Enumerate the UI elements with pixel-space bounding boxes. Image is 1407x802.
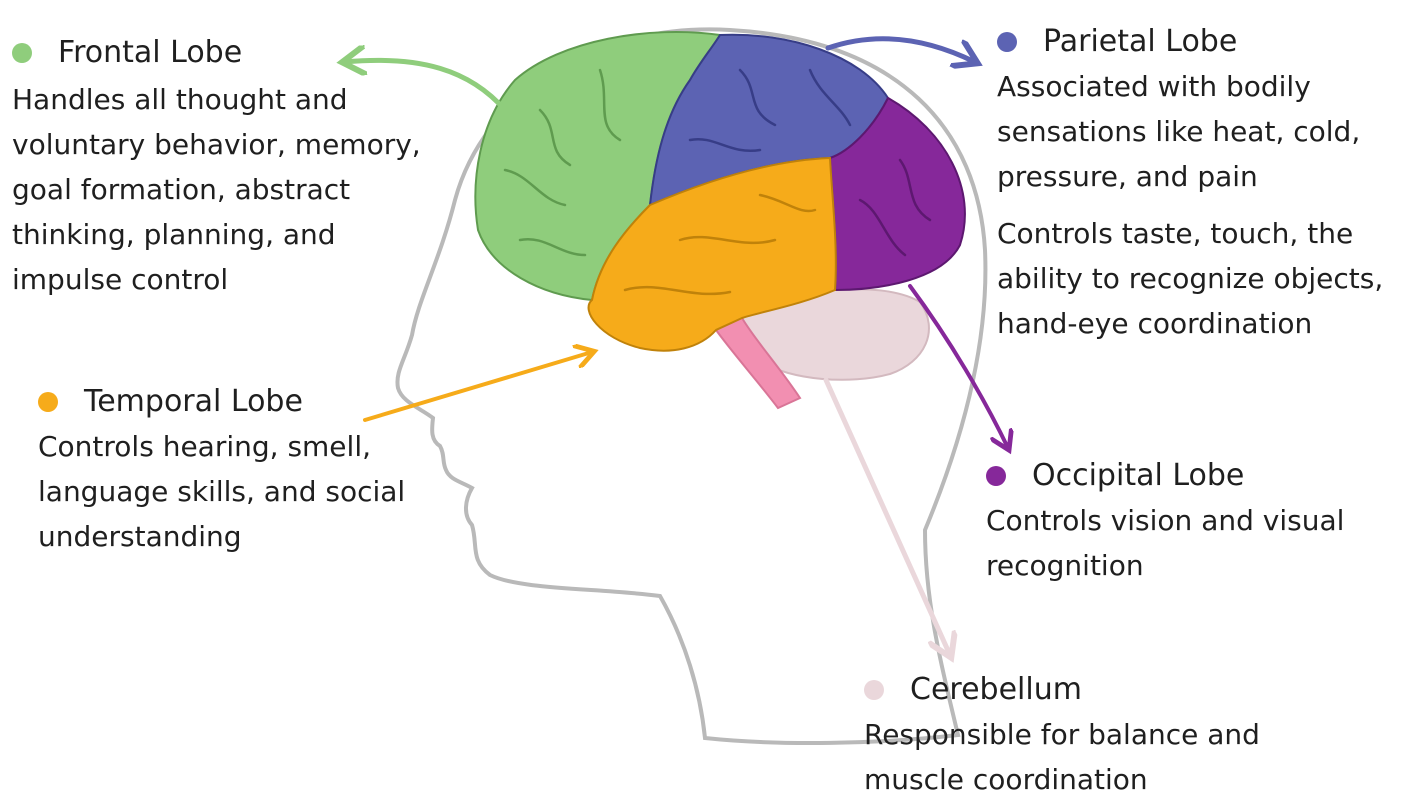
temporal-dot-icon xyxy=(38,392,58,412)
temporal-lobe-title: Temporal Lobe xyxy=(84,382,303,422)
frontal-lobe-title: Frontal Lobe xyxy=(58,33,242,73)
frontal-lobe-heading: Frontal Lobe xyxy=(12,33,432,73)
parietal-lobe-description: Associated with bodily sensations like h… xyxy=(997,64,1397,199)
temporal-lobe-description: Controls hearing, smell, language skills… xyxy=(38,424,438,559)
temporal-lobe-label: Temporal Lobe Controls hearing, smell, l… xyxy=(38,382,438,559)
occipital-lobe-title: Occipital Lobe xyxy=(1032,456,1244,496)
parietal-lobe-heading: Parietal Lobe xyxy=(997,22,1397,62)
parietal-lobe-title: Parietal Lobe xyxy=(1043,22,1237,62)
cerebellum-description: Responsible for balance and muscle coord… xyxy=(864,712,1304,802)
parietal-lobe-description-2: Controls taste, touch, the ability to re… xyxy=(997,211,1397,346)
temporal-lobe-heading: Temporal Lobe xyxy=(38,382,438,422)
frontal-dot-icon xyxy=(12,43,32,63)
cerebellum-heading: Cerebellum xyxy=(864,670,1304,710)
occipital-lobe-description: Controls vision and visual recognition xyxy=(986,498,1386,588)
frontal-lobe-label: Frontal Lobe Handles all thought and vol… xyxy=(12,33,432,302)
frontal-lobe-description: Handles all thought and voluntary behavi… xyxy=(12,77,432,302)
cerebellum-title: Cerebellum xyxy=(910,670,1082,710)
parietal-arrow xyxy=(828,39,975,62)
occipital-lobe-label: Occipital Lobe Controls vision and visua… xyxy=(986,456,1386,588)
occipital-lobe-heading: Occipital Lobe xyxy=(986,456,1386,496)
cerebellum-label: Cerebellum Responsible for balance and m… xyxy=(864,670,1304,802)
occipital-dot-icon xyxy=(986,466,1006,486)
parietal-dot-icon xyxy=(997,32,1017,52)
cerebellum-dot-icon xyxy=(864,680,884,700)
parietal-lobe-label: Parietal Lobe Associated with bodily sen… xyxy=(997,22,1397,346)
